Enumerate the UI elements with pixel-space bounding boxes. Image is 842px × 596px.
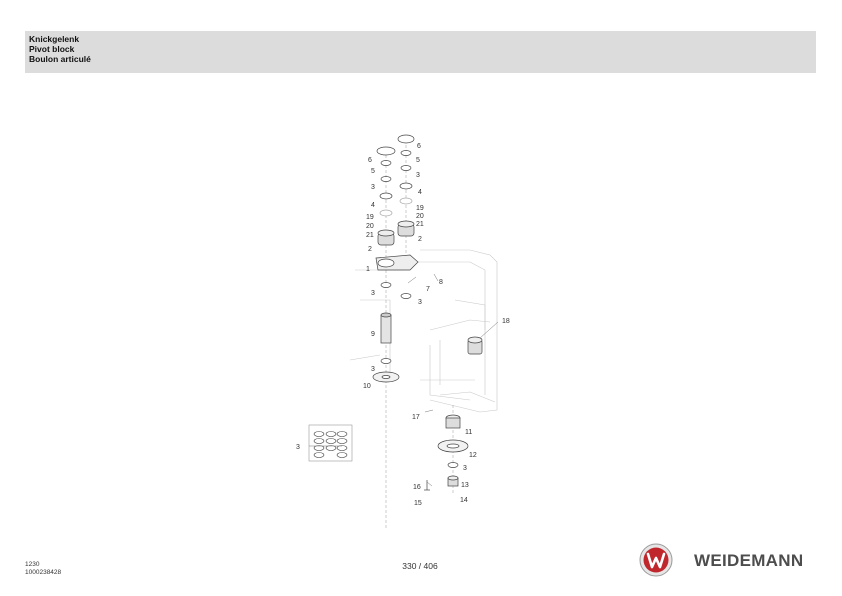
callout-3-left-mid: 3 <box>371 290 375 297</box>
callout-14: 14 <box>460 497 468 504</box>
callout-20-right: 20 <box>416 213 424 220</box>
callout-9: 9 <box>371 331 375 338</box>
callout-labels: 6 5 3 4 19 20 21 2 1 3 9 3 10 6 5 3 4 19… <box>296 143 510 507</box>
callout-19-left: 19 <box>366 214 374 221</box>
callout-10: 10 <box>363 383 371 390</box>
callout-3-left-low: 3 <box>371 366 375 373</box>
title-german: Knickgelenk <box>29 34 80 44</box>
title-english: Pivot block <box>29 44 75 54</box>
callout-11: 11 <box>465 429 472 436</box>
page-number: 330 / 406 <box>402 561 438 571</box>
callout-6-right: 6 <box>417 143 421 150</box>
right-stack-parts <box>397 134 415 299</box>
footer-code-bottom: 1000238428 <box>25 569 62 576</box>
callout-19-right: 19 <box>416 205 424 212</box>
inset-washer-kit <box>308 424 353 462</box>
callout-21-right: 21 <box>416 221 424 228</box>
callout-4-left: 4 <box>371 202 375 209</box>
footer-code-top: 1230 <box>25 561 40 568</box>
assembly-axes <box>385 140 454 530</box>
callout-8: 8 <box>439 279 443 286</box>
callout-21-left: 21 <box>366 232 374 239</box>
weidemann-logo-icon <box>639 543 673 577</box>
page-header: Knickgelenk Pivot block Boulon articulé <box>25 31 816 73</box>
callout-13: 13 <box>461 482 469 489</box>
callout-5-right: 5 <box>416 157 420 164</box>
part-18-bushing <box>467 336 483 355</box>
title-french: Boulon articulé <box>29 54 91 64</box>
callout-3-right-mid: 3 <box>418 299 422 306</box>
callout-3-inset: 3 <box>296 444 300 451</box>
callout-18: 18 <box>502 318 510 325</box>
lower-stack-parts <box>424 414 469 491</box>
left-stack-parts <box>372 146 419 383</box>
callout-17: 17 <box>412 414 420 421</box>
callout-2-left: 2 <box>368 246 372 253</box>
callout-20-left: 20 <box>366 223 374 230</box>
callout-12: 12 <box>469 452 477 459</box>
callout-16: 16 <box>413 484 421 491</box>
callout-3-right-top: 3 <box>416 172 420 179</box>
brand-wordmark: WEIDEMANN <box>694 551 804 570</box>
leader-lines <box>309 273 499 487</box>
callout-6-left: 6 <box>368 157 372 164</box>
callout-15: 15 <box>414 500 422 507</box>
callout-4-right: 4 <box>418 189 422 196</box>
callout-2-right: 2 <box>418 236 422 243</box>
callout-7: 7 <box>426 286 430 293</box>
callout-3-left-top: 3 <box>371 184 375 191</box>
chassis-outline <box>349 249 498 413</box>
callout-3-bottom: 3 <box>463 465 467 472</box>
callout-1: 1 <box>366 266 370 273</box>
callout-5-left: 5 <box>371 168 375 175</box>
